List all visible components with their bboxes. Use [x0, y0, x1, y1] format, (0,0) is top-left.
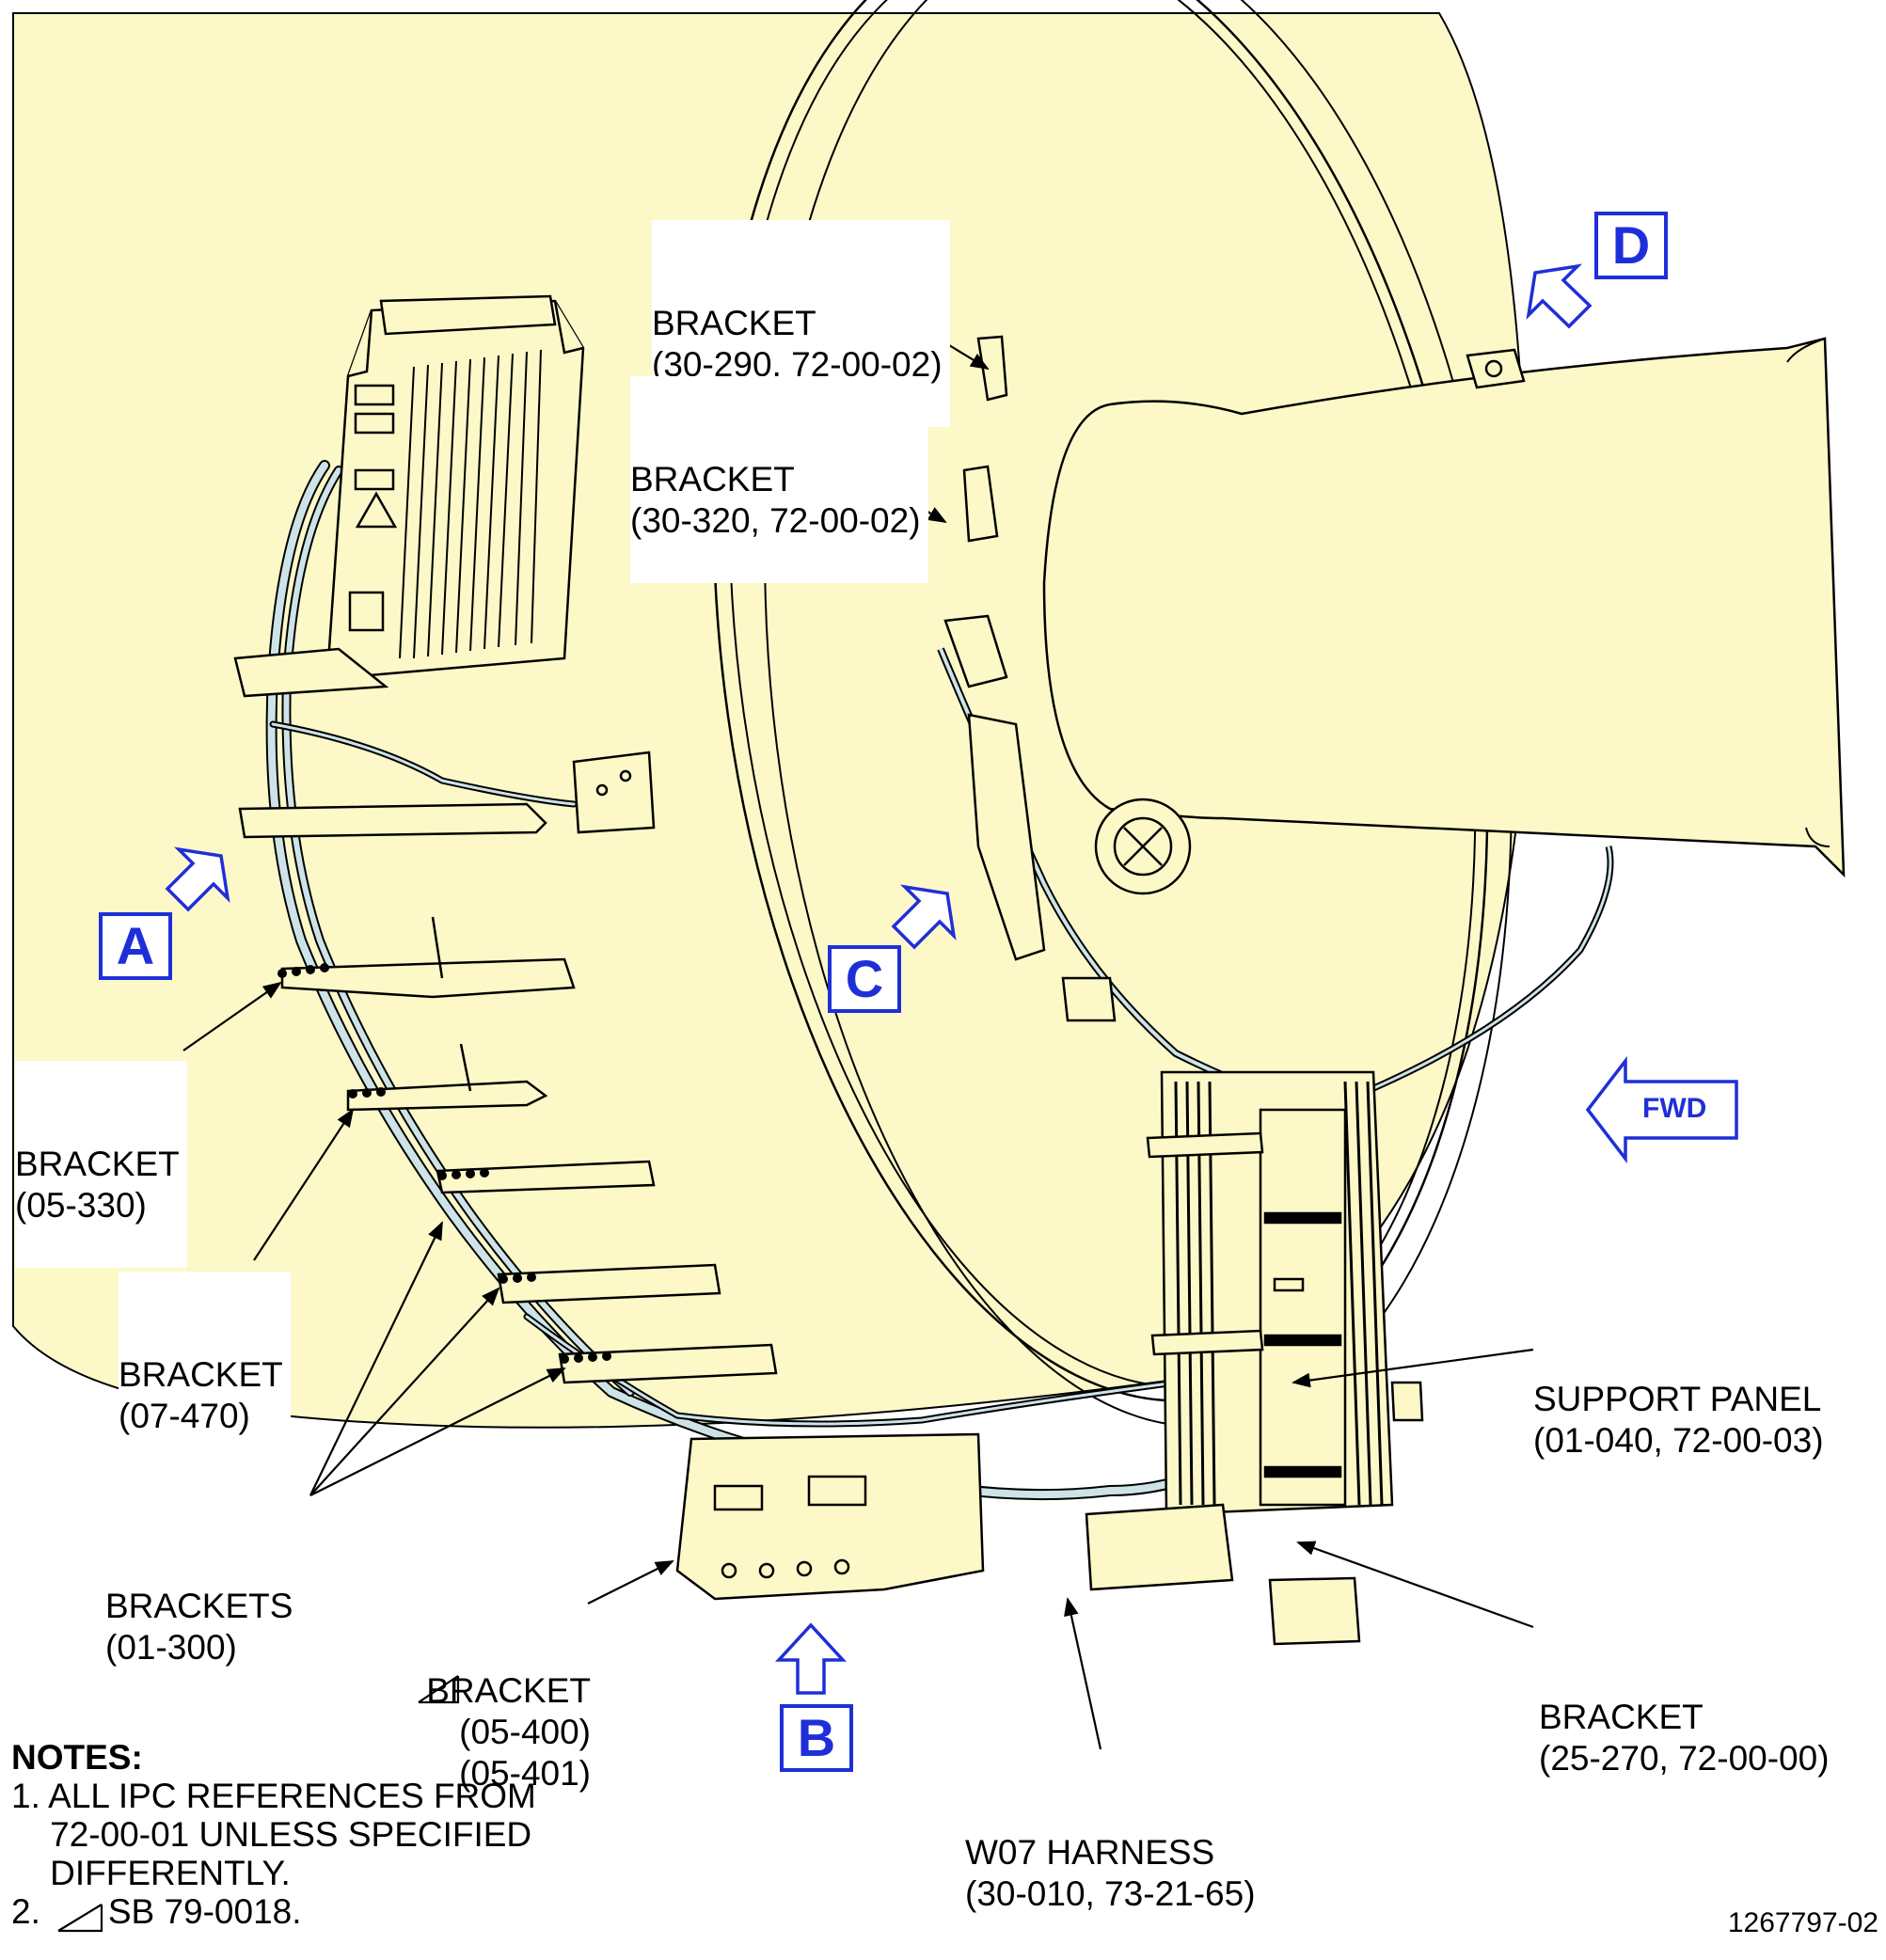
- label-bracket-30-320: BRACKET(30-320, 72-00-02): [630, 376, 928, 583]
- view-callout-d[interactable]: D: [1594, 212, 1668, 279]
- bracket-shapes-left: [238, 751, 778, 1384]
- bottom-plate: [675, 1432, 985, 1601]
- notes-block: NOTES: 1. ALL IPC REFERENCES FROM 72-00-…: [11, 1738, 536, 1931]
- view-arrows: [165, 263, 1738, 1695]
- support-panel-shape: [1085, 1070, 1424, 1646]
- label-brackets-01-300: BRACKETS(01-300): [105, 1587, 293, 1667]
- note-line: 72-00-01 UNLESS SPECIFIED: [11, 1815, 532, 1854]
- arrow-fwd: [1585, 1055, 1738, 1164]
- view-callout-b[interactable]: B: [780, 1704, 853, 1772]
- note-line: 2. SB 79-0018.: [11, 1892, 302, 1931]
- note-line: 1. ALL IPC REFERENCES FROM: [11, 1777, 536, 1815]
- label-bracket-05-400: BRACKET(05-400)(05-401): [426, 1671, 591, 1793]
- note-line: DIFFERENTLY.: [11, 1854, 291, 1892]
- label-bracket-25-270: BRACKET(25-270, 72-00-00): [1539, 1698, 1830, 1778]
- label-support-panel: SUPPORT PANEL(01-040, 72-00-03): [1533, 1380, 1824, 1460]
- bracket-chain-c: [943, 335, 1117, 1022]
- arrow-d: [1526, 263, 1593, 329]
- figure-id: 1267797-02: [1727, 1907, 1878, 1938]
- fwd-label: FWD: [1642, 1093, 1707, 1124]
- label-bracket-05-330: BRACKET(05-330): [15, 1061, 187, 1268]
- notes-title: NOTES:: [11, 1738, 143, 1777]
- control-unit: [233, 294, 585, 698]
- strut-bracket: [1466, 348, 1526, 389]
- accessory-round: [1094, 798, 1192, 895]
- arrow-b: [775, 1622, 847, 1695]
- label-bracket-07-470: BRACKET(07-470): [119, 1272, 291, 1478]
- arrow-c: [891, 884, 957, 950]
- label-w07-harness: W07 HARNESS(30-010, 73-21-65): [965, 1833, 1256, 1913]
- connector-clusters: [277, 963, 611, 1364]
- view-callout-c[interactable]: C: [828, 945, 901, 1013]
- view-callout-a[interactable]: A: [99, 912, 172, 980]
- arrow-a: [165, 846, 230, 912]
- sb-symbol: [57, 1675, 460, 1933]
- pylon: [1042, 337, 1846, 878]
